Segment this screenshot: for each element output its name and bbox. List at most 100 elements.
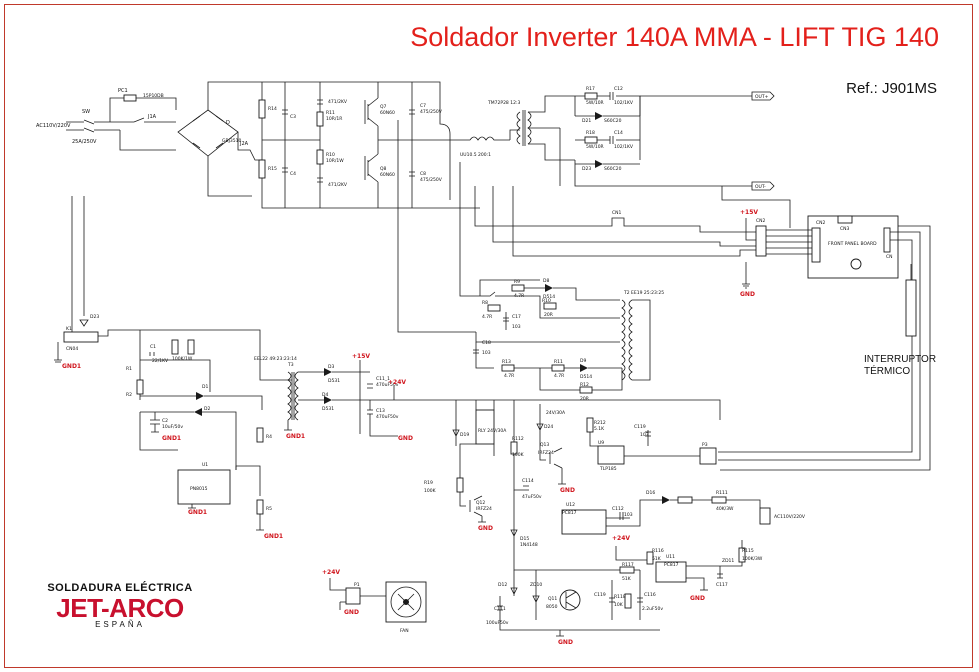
svg-text:R18: R18: [586, 130, 595, 136]
svg-text:ZD10: ZD10: [530, 582, 542, 588]
svg-text:51K: 51K: [622, 576, 632, 582]
panel-15v-label: +15V: [740, 209, 758, 216]
svg-text:102/1KV: 102/1KV: [614, 144, 634, 150]
svg-text:CN: CN: [886, 254, 893, 260]
switch-label: SW: [82, 109, 90, 115]
svg-text:C14: C14: [614, 130, 623, 136]
svg-text:D23: D23: [582, 166, 591, 172]
svg-text:GND1: GND1: [264, 533, 283, 540]
svg-text:C1: C1: [150, 344, 156, 350]
c8-value: 475/250V: [420, 177, 443, 183]
svg-text:C117: C117: [716, 582, 728, 588]
svg-text:60N60: 60N60: [380, 172, 395, 178]
switch-rating: 25A/250V: [72, 139, 97, 145]
svg-text:D531: D531: [328, 378, 340, 384]
svg-text:R212: R212: [594, 420, 606, 426]
svg-text:8050: 8050: [546, 604, 558, 610]
svg-text:PN8015: PN8015: [190, 486, 208, 492]
svg-text:ZD11: ZD11: [722, 558, 734, 564]
svg-text:47uF50v: 47uF50v: [522, 494, 542, 500]
svg-text:T2 EE19 25:23:25: T2 EE19 25:23:25: [623, 290, 664, 296]
c6-label: 471/2KV: [328, 182, 348, 188]
dc-bus-section: R14 R15 C3 C4 471/2KV R11 10R/1R R10 10R…: [258, 82, 510, 209]
svg-text:D16: D16: [646, 490, 655, 496]
control-section: D19 RLY 24V/30A R19 100K Q12 IRFZ24 GND …: [424, 399, 806, 646]
svg-text:10uF/50v: 10uF/50v: [162, 424, 183, 430]
svg-text:GND: GND: [560, 487, 575, 494]
svg-text:FAN: FAN: [400, 628, 409, 634]
svg-text:Q12: Q12: [476, 500, 485, 506]
svg-text:+24V: +24V: [388, 379, 406, 386]
gnd1-label: GND1: [62, 363, 81, 370]
svg-text:R13: R13: [502, 359, 511, 365]
gate-drive-section: R8 4.7R R9 4.7R D8 D514 R10 20R C17 103 …: [397, 120, 664, 402]
optocoupler-u9: [597, 445, 625, 465]
svg-text:D4: D4: [322, 392, 328, 398]
c4-label: C4: [290, 171, 296, 177]
svg-text:D23: D23: [90, 314, 99, 320]
svg-text:CN04: CN04: [66, 346, 78, 352]
svg-text:P1: P1: [354, 582, 360, 588]
svg-text:D19: D19: [460, 432, 469, 438]
svg-text:C18: C18: [482, 340, 491, 346]
svg-text:GND1: GND1: [162, 435, 181, 442]
svg-text:R118: R118: [614, 594, 626, 600]
svg-text:R12: R12: [580, 382, 589, 388]
svg-text:GND: GND: [478, 525, 493, 532]
svg-text:+24V: +24V: [612, 535, 630, 542]
r11-label: R11: [326, 110, 335, 116]
svg-text:EEL22 49:23:23:14: EEL22 49:23:23:14: [254, 356, 297, 362]
svg-text:1N4148: 1N4148: [520, 542, 538, 548]
svg-text:TLP185: TLP185: [599, 466, 617, 472]
pc1-value: 15P10DB: [143, 93, 164, 99]
svg-text:RLY 24V/30A: RLY 24V/30A: [478, 428, 507, 434]
thermal-switch: [905, 279, 917, 337]
svg-text:20R: 20R: [580, 396, 589, 402]
svg-text:D24: D24: [544, 424, 553, 430]
out-plus-label: OUT+: [755, 94, 769, 100]
ac-input-label: AC110V/220V: [36, 123, 71, 129]
svg-text:R8: R8: [482, 300, 488, 306]
svg-text:100K/3W: 100K/3W: [742, 556, 763, 562]
svg-text:C11_1: C11_1: [376, 376, 390, 382]
svg-text:U1: U1: [202, 462, 208, 468]
svg-text:CN3: CN3: [840, 226, 850, 232]
svg-text:D1: D1: [202, 384, 208, 390]
svg-text:100K/1W: 100K/1W: [172, 356, 193, 362]
svg-text:24V/30A: 24V/30A: [546, 410, 566, 416]
svg-text:IRFZ24: IRFZ24: [476, 506, 492, 512]
svg-text:4.7R: 4.7R: [514, 293, 524, 299]
reference-code: Ref.: J901MS: [846, 80, 937, 97]
logo-country: ESPAÑA: [95, 620, 145, 629]
output-section: TM72P28 12:3 R17 5W/10R C12 102/1KV D21 …: [487, 86, 775, 191]
svg-text:U12: U12: [566, 502, 575, 508]
brand-logo: SOLDADURA ELÉCTRICA JET-ARCO ESPAÑA: [40, 582, 200, 638]
svg-text:C112: C112: [612, 506, 624, 512]
j2-label: J2A: [239, 141, 249, 147]
svg-text:S60C20: S60C20: [604, 118, 622, 124]
svg-text:R5: R5: [266, 506, 272, 512]
svg-text:C119: C119: [594, 592, 606, 598]
pc1-thermistor: [123, 94, 137, 102]
svg-text:R117: R117: [622, 562, 634, 568]
svg-text:R116: R116: [652, 548, 664, 554]
svg-text:470uF50v: 470uF50v: [376, 382, 399, 388]
logo-tagline: SOLDADURA ELÉCTRICA: [47, 582, 193, 594]
svg-text:D514: D514: [580, 374, 592, 380]
svg-text:D3: D3: [328, 364, 334, 370]
svg-text:CN2: CN2: [756, 218, 766, 224]
c3-label: C3: [290, 114, 296, 120]
svg-text:Q7: Q7: [380, 104, 387, 110]
svg-text:C17: C17: [512, 314, 521, 320]
bridge-label: D: [226, 120, 230, 126]
optocoupler-u11: [655, 561, 687, 583]
svg-text:103: 103: [624, 512, 633, 518]
svg-text:5W/10R: 5W/10R: [586, 144, 604, 150]
thermal-label-2: TÉRMICO: [864, 364, 910, 377]
svg-text:R115: R115: [742, 548, 754, 554]
svg-text:103: 103: [512, 324, 521, 330]
svg-text:Q11: Q11: [548, 596, 557, 602]
svg-text:D15: D15: [520, 536, 529, 542]
svg-text:D514: D514: [543, 294, 555, 300]
svg-text:GND: GND: [398, 435, 413, 442]
